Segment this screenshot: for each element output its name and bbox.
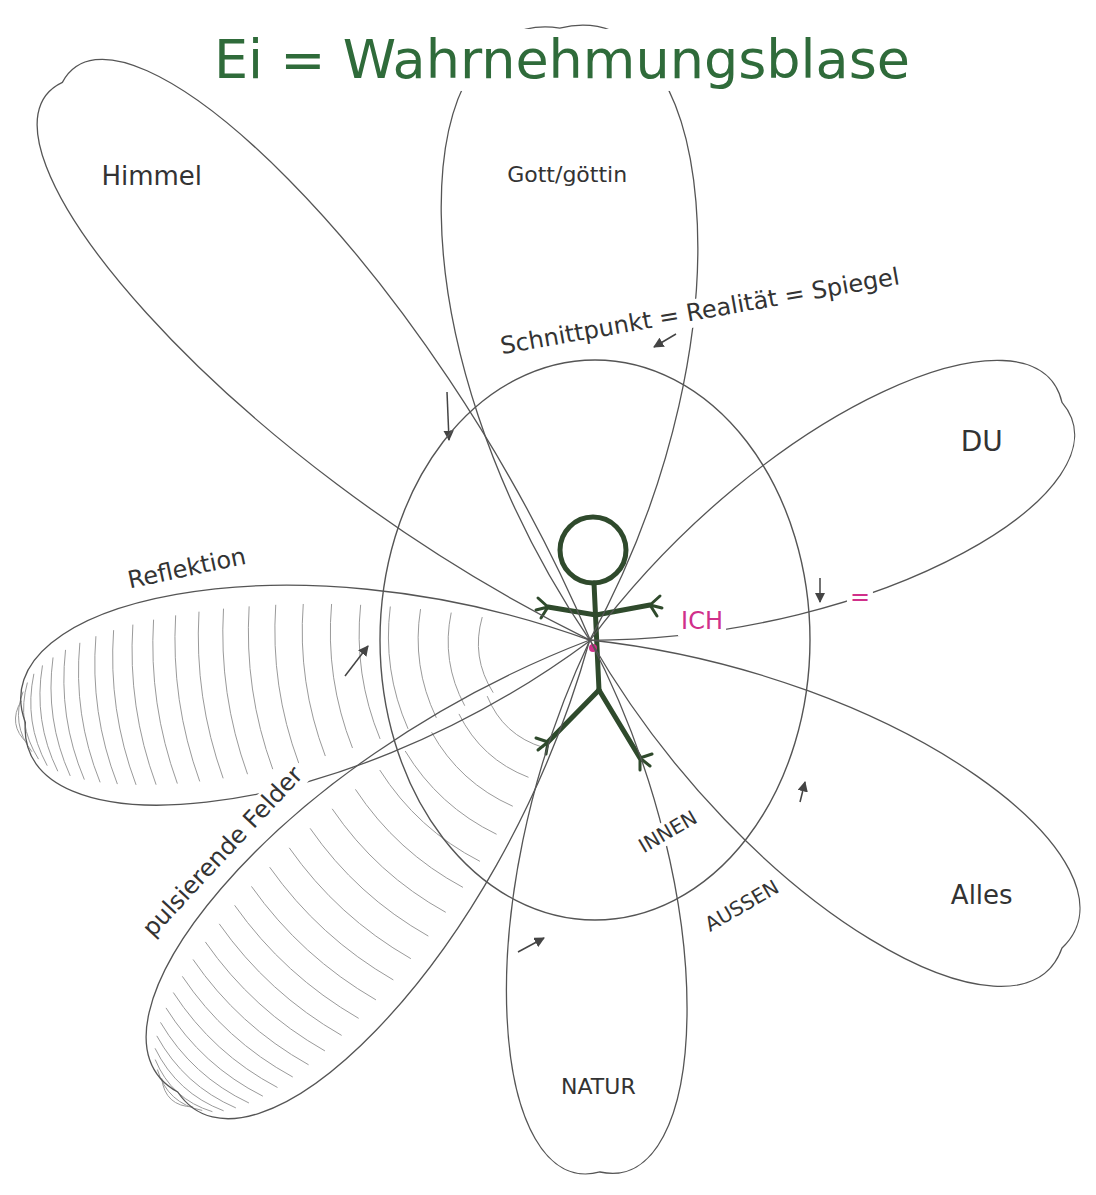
hatch-line xyxy=(248,606,272,769)
hatch-line xyxy=(275,605,299,763)
hatch-line xyxy=(153,620,178,784)
node-text: Reflektion xyxy=(123,542,252,595)
hatch-line xyxy=(205,942,325,1051)
petal-shape xyxy=(0,0,596,646)
hatch-line xyxy=(162,1078,194,1107)
annotation-label: = xyxy=(847,584,873,612)
petal-loop: Himmel xyxy=(0,0,596,646)
hatch-line xyxy=(405,751,496,834)
hatch-line xyxy=(478,617,493,693)
hatch-line xyxy=(31,674,47,766)
hatch-line xyxy=(95,636,118,784)
hatch-line xyxy=(219,924,341,1036)
hatch-line xyxy=(388,607,408,729)
petal-line xyxy=(506,640,687,1174)
petal-loop: Reflektion xyxy=(0,523,596,857)
stick-figure xyxy=(536,517,662,770)
hatch-line xyxy=(51,657,70,775)
hatch-line xyxy=(332,809,446,912)
hatch-line xyxy=(310,828,428,936)
hatch-line xyxy=(64,650,84,780)
hatch-line xyxy=(355,789,463,887)
hatch-line xyxy=(175,615,200,781)
diagram-title: Ei = Wahrnehmungsblase xyxy=(211,29,913,91)
hatch-line xyxy=(78,643,100,783)
petal-shape xyxy=(0,523,596,857)
hatch-line xyxy=(113,630,136,785)
petal-loop: NATUR xyxy=(457,634,733,1195)
hatch-line xyxy=(132,625,156,785)
hatch-line xyxy=(289,848,411,959)
hatch-line xyxy=(235,905,359,1018)
petal-shape xyxy=(457,634,733,1195)
petal-line xyxy=(20,585,590,805)
node-text: Alles xyxy=(948,881,1016,911)
hatch-line xyxy=(432,732,513,806)
node-text: Himmel xyxy=(98,162,205,192)
hatch-line xyxy=(157,1070,202,1111)
hatch-line xyxy=(155,1048,224,1111)
hatch-line xyxy=(380,770,480,861)
petal-shape xyxy=(58,634,596,1195)
hatch-line xyxy=(155,1060,212,1112)
node-text: Gott/göttin xyxy=(504,162,630,187)
hatch-line xyxy=(302,604,325,756)
hatch-line xyxy=(223,609,248,775)
hatch-line xyxy=(487,696,543,747)
hatch-line xyxy=(330,604,352,748)
hatching xyxy=(15,604,543,1112)
hatch-line xyxy=(459,714,529,777)
petal-shape xyxy=(584,634,1096,1067)
annotation-label: Schnittpunkt = Realität = Spiegel xyxy=(495,263,904,361)
hatch-line xyxy=(198,612,223,779)
petal-line xyxy=(590,360,1075,640)
node-text: NATUR xyxy=(558,1074,639,1099)
node-text: DU xyxy=(958,426,1006,458)
hatch-line xyxy=(270,867,394,980)
hatch-line xyxy=(24,683,39,760)
annotation-label: AUSSEN xyxy=(698,874,785,938)
petal-loop: Alles xyxy=(584,634,1096,1067)
petal-loop: pulsierende Felder xyxy=(58,634,596,1195)
hatch-line xyxy=(359,605,380,739)
node-text: ICH xyxy=(678,608,726,636)
petal-line xyxy=(590,640,1080,986)
petal-shape xyxy=(584,288,1096,646)
node-text: pulsierende Felder xyxy=(136,759,312,944)
hatch-line xyxy=(418,609,436,718)
hatch-line xyxy=(448,613,465,706)
petal-loop: DU xyxy=(584,288,1096,646)
